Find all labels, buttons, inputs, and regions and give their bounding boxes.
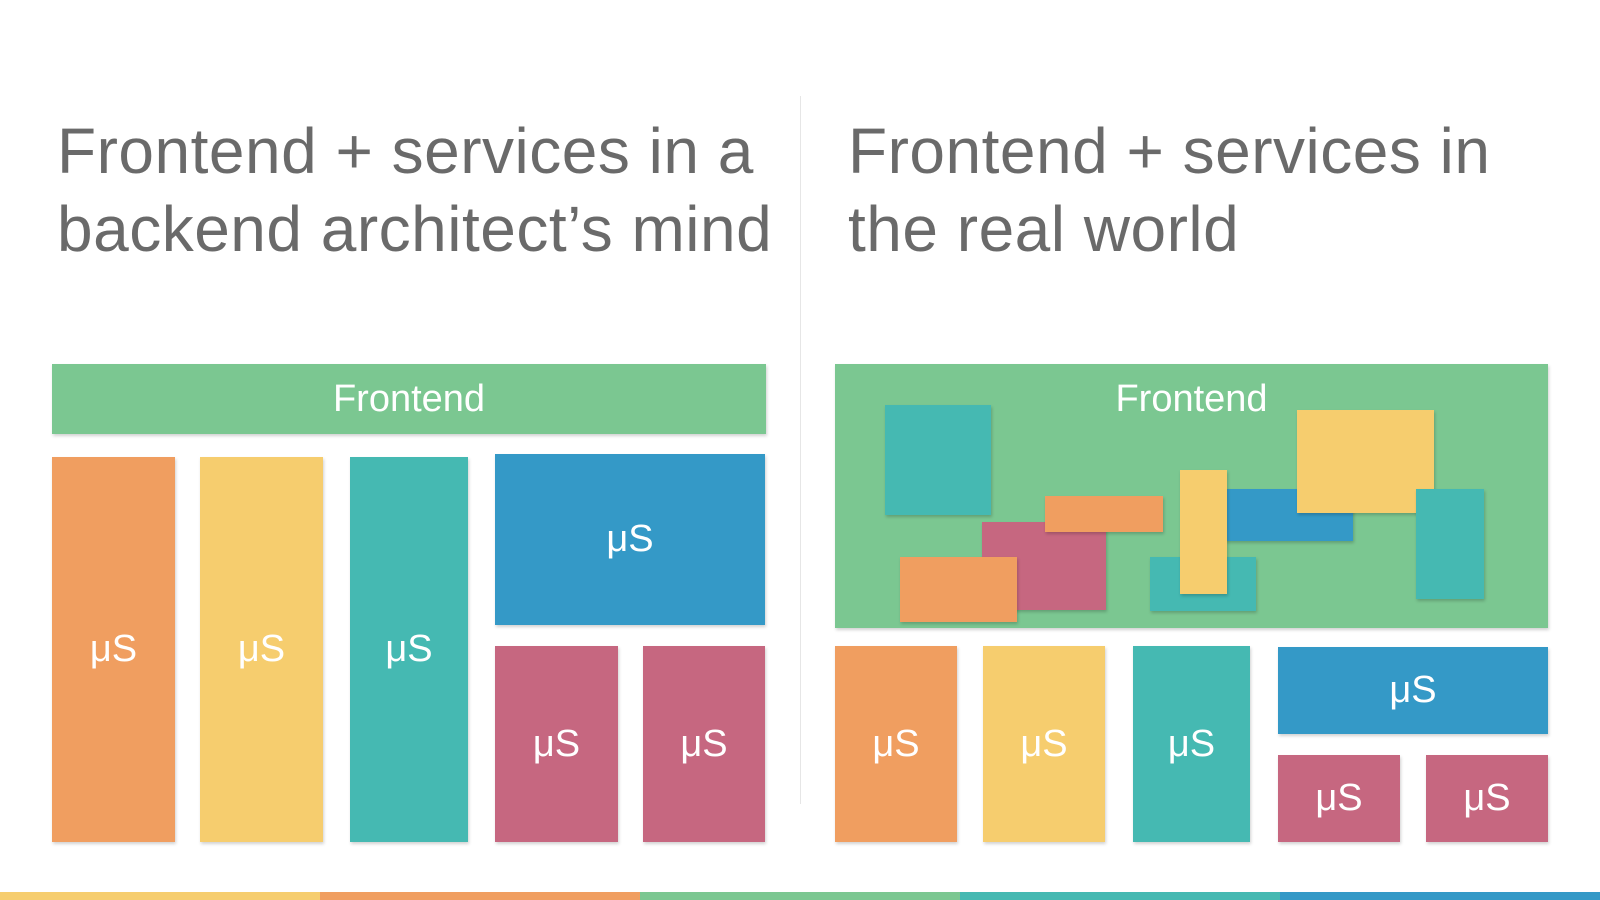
- right-service-pink-2: μS: [1426, 755, 1548, 842]
- left-service-teal: μS: [350, 457, 468, 842]
- fragment-yellow-1: [1180, 470, 1227, 594]
- left-service-pink-1: μS: [495, 646, 618, 842]
- right-service-yellow: μS: [983, 646, 1105, 842]
- right-service-blue: μS: [1278, 647, 1548, 734]
- left-service-orange: μS: [52, 457, 175, 842]
- right-service-orange: μS: [835, 646, 957, 842]
- right-frontend-label: Frontend: [1115, 378, 1268, 420]
- stripe-orange: [320, 892, 640, 900]
- right-service-teal: μS: [1133, 646, 1250, 842]
- right-panel-title: Frontend + services in the real world: [848, 115, 1491, 265]
- fragment-orange-1: [900, 557, 1017, 622]
- right-service-pink-1: μS: [1278, 755, 1400, 842]
- fragment-yellow-2: [1297, 410, 1434, 513]
- stripe-green: [640, 892, 960, 900]
- left-panel-title: Frontend + services in a backend archite…: [57, 115, 773, 265]
- fragment-orange-2: [1045, 496, 1163, 532]
- fragment-teal-3: [1416, 489, 1484, 599]
- right-frontend-box: Frontend: [835, 364, 1548, 628]
- stripe-yellow: [0, 892, 320, 900]
- left-service-yellow: μS: [200, 457, 323, 842]
- panel-divider: [800, 96, 801, 804]
- left-service-blue: μS: [495, 454, 765, 625]
- left-frontend-box: Frontend: [52, 364, 766, 434]
- left-service-pink-2: μS: [643, 646, 765, 842]
- fragment-teal-1: [885, 405, 991, 515]
- stripe-teal: [960, 892, 1280, 900]
- stripe-blue: [1280, 892, 1600, 900]
